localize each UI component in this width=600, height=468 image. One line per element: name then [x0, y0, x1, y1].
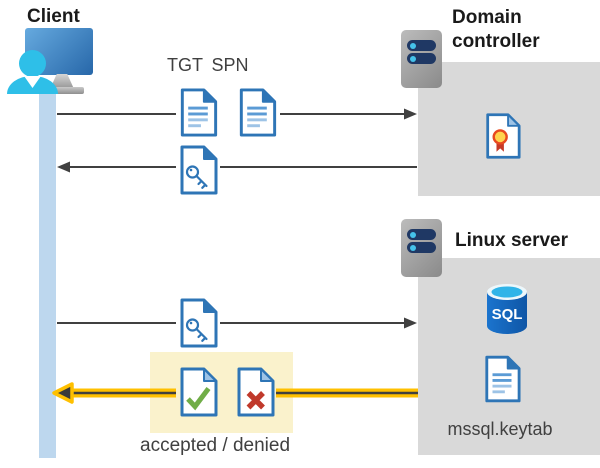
key-document-icon-linux: [178, 298, 218, 353]
accepted-document-icon: [178, 367, 218, 422]
domain-controller-server-icon: [401, 30, 442, 88]
spn-document-icon: [237, 88, 277, 142]
client-label: Client: [27, 6, 80, 27]
response-label: accepted / denied: [140, 435, 291, 456]
domain-controller-title: Domain controller: [452, 7, 540, 52]
arrow-client-to-linux: [57, 317, 417, 329]
arrow-dc-to-client: [57, 161, 417, 173]
tgt-label: TGT: [167, 55, 203, 75]
keytab-filename: mssql.keytab: [447, 419, 553, 439]
denied-document-icon: [235, 367, 275, 422]
linux-server-icon: [401, 219, 442, 277]
keytab-document-icon: [483, 355, 521, 403]
tgt-document-icon: [178, 88, 218, 142]
sql-label: SQL: [492, 306, 523, 323]
monitor-stand: [50, 74, 74, 89]
person-icon: [19, 50, 46, 77]
sql-database-icon: SQL: [484, 282, 530, 336]
linux-server-title: Linux server: [455, 230, 568, 251]
monitor-stand-base: [46, 87, 84, 94]
key-document-icon-dc: [178, 145, 218, 200]
certificate-document-icon: [484, 112, 521, 160]
client-lifeline: [39, 93, 56, 458]
spn-label: SPN: [211, 55, 249, 75]
